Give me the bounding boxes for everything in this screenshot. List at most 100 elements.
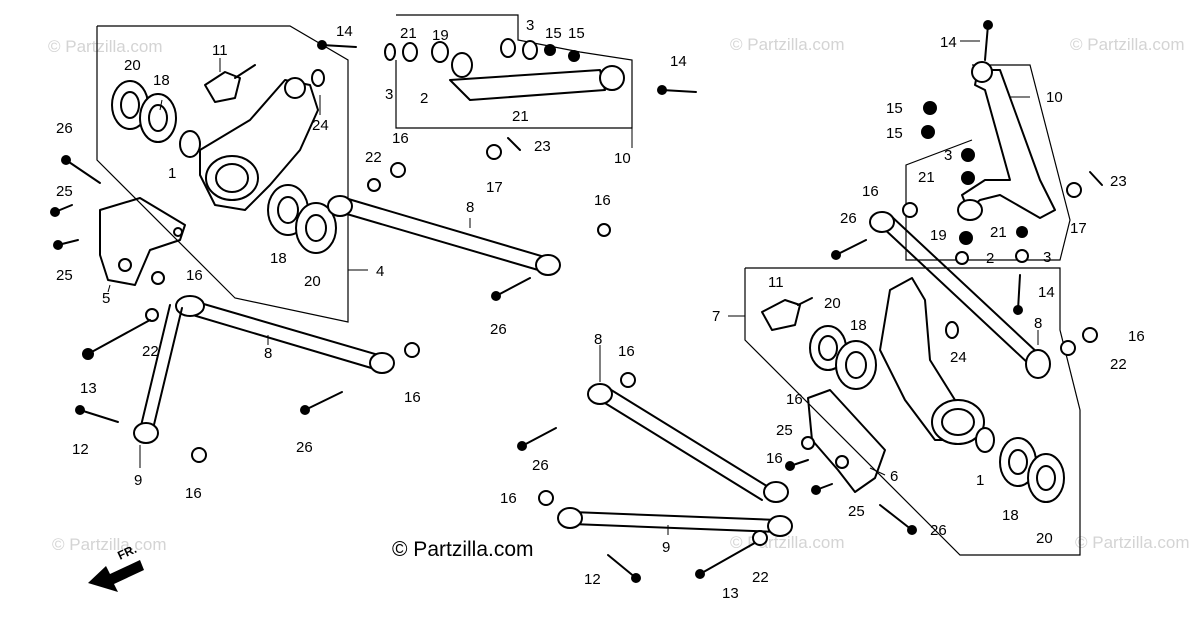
callout-16: 16 <box>594 192 611 209</box>
callout-20: 20 <box>124 57 141 74</box>
callout-3: 3 <box>526 17 534 34</box>
callouts: 14 11 20 18 24 1 26 25 25 5 16 18 20 4 8… <box>56 17 1145 602</box>
callout-16: 16 <box>392 130 409 147</box>
callout-25: 25 <box>776 422 793 439</box>
bracket-6 <box>807 389 886 493</box>
callout-22: 22 <box>142 343 159 360</box>
callout-19: 19 <box>930 227 947 244</box>
callout-24: 24 <box>950 349 967 366</box>
callout-20: 20 <box>824 295 841 312</box>
callout-18: 18 <box>850 317 867 334</box>
callout-11: 11 <box>768 274 784 291</box>
rod-8-lower-left <box>185 299 383 371</box>
rod-8-center <box>599 387 771 501</box>
watermark: © Partzilla.com <box>1075 533 1190 552</box>
callout-25: 25 <box>56 183 73 200</box>
leader-lines <box>107 40 1039 535</box>
bearing-18-left-top <box>139 93 177 143</box>
callout-16: 16 <box>404 389 421 406</box>
upper-arm-frame-left <box>395 14 633 129</box>
callout-16: 16 <box>618 343 635 360</box>
callout-20: 20 <box>1036 530 1053 547</box>
callout-3: 3 <box>944 147 952 164</box>
callout-9: 9 <box>662 539 670 556</box>
bearing-18-right-top <box>835 340 877 390</box>
callout-16: 16 <box>862 183 879 200</box>
callout-24: 24 <box>312 117 329 134</box>
watermark: © Partzilla.com <box>48 37 163 56</box>
callout-20: 20 <box>304 273 321 290</box>
callout-7: 7 <box>712 308 720 325</box>
copyright-text: © Partzilla.com <box>392 538 534 561</box>
callout-3: 3 <box>385 86 393 103</box>
rod-9-center <box>571 511 779 533</box>
bracket-5 <box>99 197 186 286</box>
rods-center <box>517 372 793 583</box>
callout-21: 21 <box>990 224 1007 241</box>
watermark: © Partzilla.com <box>52 535 167 554</box>
callout-9: 9 <box>134 472 142 489</box>
callout-25: 25 <box>848 503 865 520</box>
knuckle-bore-right <box>931 399 985 445</box>
upper-arm-10-right <box>961 69 1056 219</box>
callout-26: 26 <box>296 439 313 456</box>
callout-17: 17 <box>486 179 503 196</box>
callout-6: 6 <box>890 468 898 485</box>
callout-16: 16 <box>185 485 202 502</box>
right-hardware <box>785 436 917 535</box>
watermark: © Partzilla.com <box>730 533 845 552</box>
callout-14: 14 <box>940 34 957 51</box>
callout-14: 14 <box>670 53 687 70</box>
upper-arm-left <box>384 38 697 160</box>
callout-5: 5 <box>102 290 110 307</box>
callout-16: 16 <box>186 267 203 284</box>
ball-joint-right <box>761 299 801 331</box>
rods-left <box>133 195 561 444</box>
left-hardware <box>50 40 611 463</box>
callout-18: 18 <box>270 250 287 267</box>
callout-8: 8 <box>264 345 272 362</box>
front-arrow-icon <box>88 560 144 592</box>
callout-11: 11 <box>212 42 228 59</box>
callout-16: 16 <box>786 391 803 408</box>
right-knuckle-frame <box>744 267 1081 556</box>
callout-13: 13 <box>80 380 97 397</box>
callout-8: 8 <box>594 331 602 348</box>
left-knuckle-assembly <box>111 64 337 254</box>
callout-26: 26 <box>532 457 549 474</box>
callout-22: 22 <box>1110 356 1127 373</box>
callout-19: 19 <box>432 27 449 44</box>
callout-13: 13 <box>722 585 739 602</box>
callout-26: 26 <box>930 522 947 539</box>
callout-26: 26 <box>56 120 73 137</box>
callout-14: 14 <box>1038 284 1055 301</box>
callout-8: 8 <box>1034 315 1042 332</box>
callout-14: 14 <box>336 23 353 40</box>
collar-1-left <box>179 130 201 158</box>
knuckle-left <box>199 79 319 211</box>
callout-25: 25 <box>56 267 73 284</box>
callout-16: 16 <box>1128 328 1145 345</box>
callout-10: 10 <box>1046 89 1063 106</box>
callout-2: 2 <box>420 90 428 107</box>
rod-8-upper-left <box>339 197 549 273</box>
watermark-layer: © Partzilla.com © Partzilla.com © Partzi… <box>48 35 1190 554</box>
rod-9-left <box>139 304 183 434</box>
callout-8: 8 <box>466 199 474 216</box>
callout-15: 15 <box>568 25 585 42</box>
callout-3: 3 <box>1043 249 1051 266</box>
callout-15: 15 <box>886 125 903 142</box>
collar-1-right <box>975 427 995 453</box>
callout-18: 18 <box>1002 507 1019 524</box>
callout-26: 26 <box>490 321 507 338</box>
bearing-20-left-bottom <box>295 202 337 254</box>
washer-24-right <box>945 321 959 339</box>
left-knuckle-frame <box>96 25 349 323</box>
knuckle-bore-left <box>205 155 259 201</box>
callout-12: 12 <box>72 441 89 458</box>
callout-1: 1 <box>168 165 176 182</box>
upper-arm-frame-right <box>905 64 1071 261</box>
rods-right <box>869 211 1051 379</box>
callout-17: 17 <box>1070 220 1087 237</box>
